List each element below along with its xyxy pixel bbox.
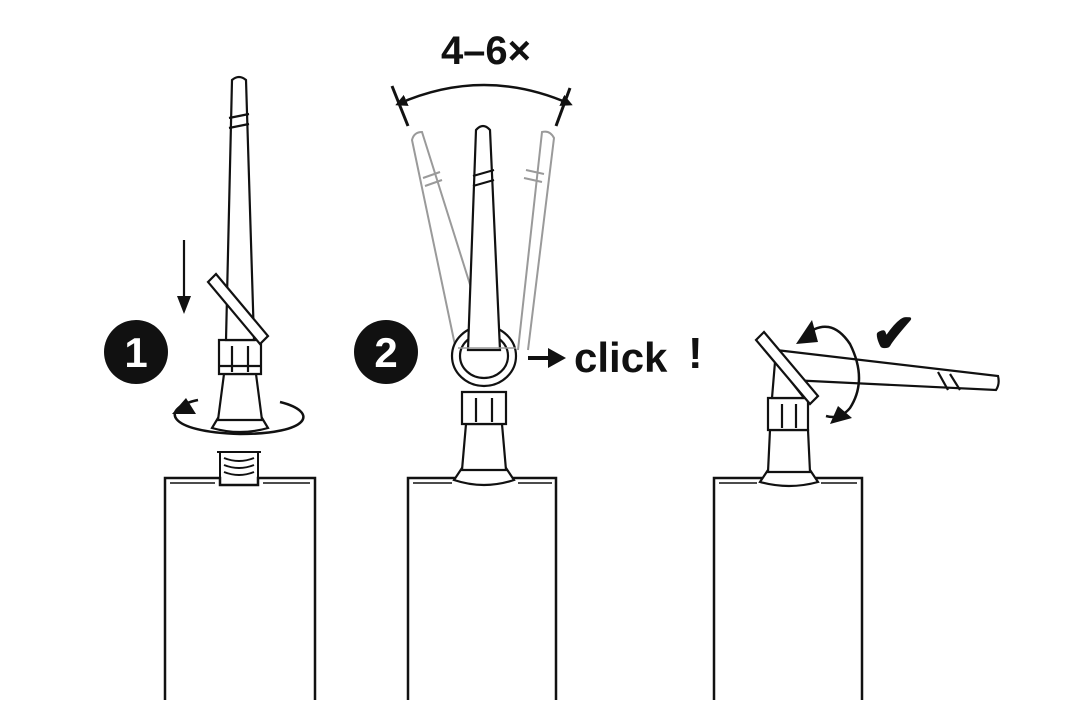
wiggle-arc xyxy=(390,83,573,127)
step-1-badge: 1 xyxy=(104,320,168,384)
step-1-number: 1 xyxy=(124,329,147,376)
step-2-badge: 2 xyxy=(354,320,418,384)
checkmark-icon: ✔ xyxy=(871,304,916,364)
right-arrow-icon xyxy=(528,348,566,368)
cartridge-2 xyxy=(406,476,558,700)
down-arrow-icon xyxy=(177,240,191,314)
click-text: click xyxy=(574,334,668,381)
cartridge-3 xyxy=(712,476,864,700)
step-2-number: 2 xyxy=(374,329,397,376)
wiggle-count-label: 4–6× xyxy=(441,29,531,73)
cartridge-thread xyxy=(217,451,261,478)
nozzle-2 xyxy=(450,124,518,487)
nozzle-1 xyxy=(206,75,270,434)
ghost-spouts xyxy=(410,130,556,351)
click-exclamation: ! xyxy=(688,329,703,378)
step-1-panel: 1 xyxy=(104,75,317,700)
cartridge-1 xyxy=(163,476,317,700)
nozzle-3 xyxy=(754,330,1000,488)
step-3-panel: ✔ xyxy=(712,304,1000,700)
step-2-panel: 4–6× 2 click ! xyxy=(354,29,703,700)
